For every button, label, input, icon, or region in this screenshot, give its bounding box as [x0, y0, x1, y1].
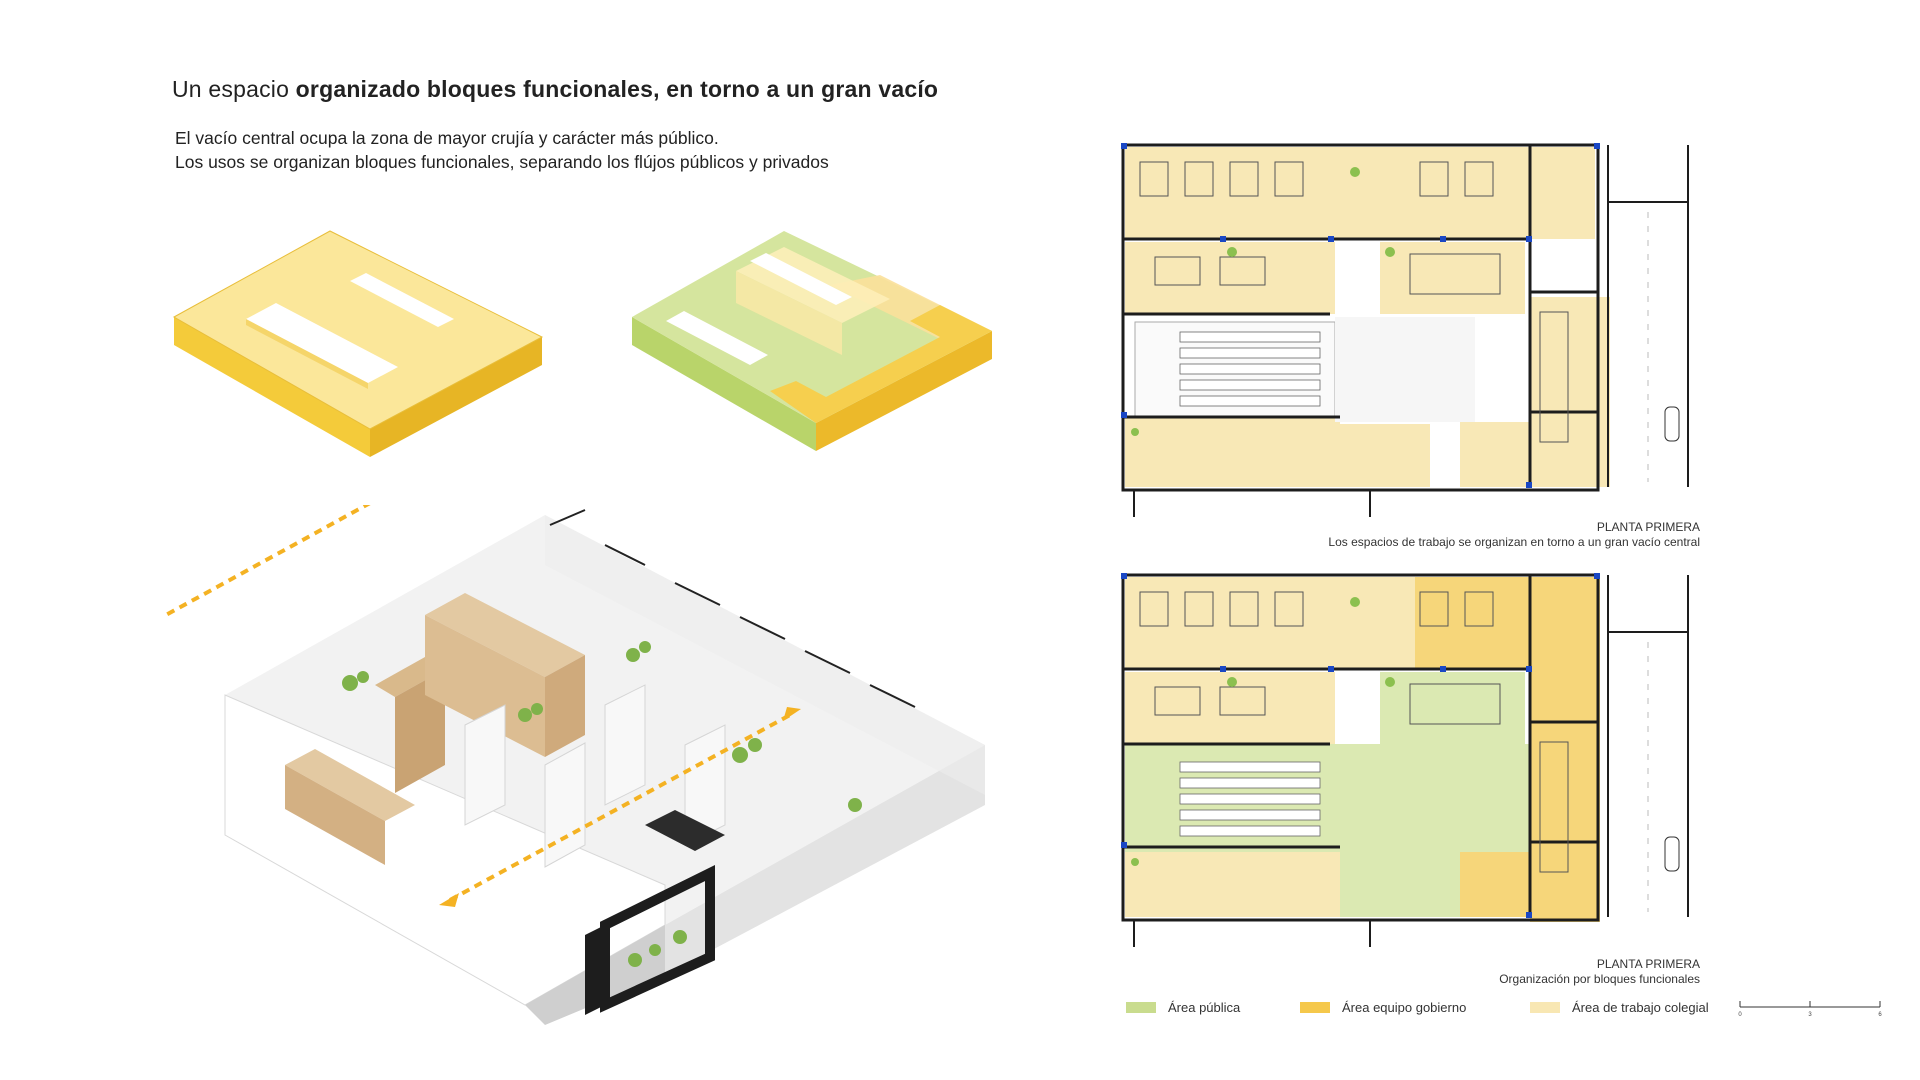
legend-item-public: Área pública: [1126, 1000, 1240, 1015]
legend-item-collegial: Área de trabajo colegial: [1530, 1000, 1709, 1015]
legend-swatch-government: [1300, 1002, 1330, 1013]
scale-tick-0: 0: [1738, 1012, 1742, 1017]
intro-line-1: El vacío central ocupa la zona de mayor …: [175, 128, 719, 148]
plan-2-caption: PLANTA PRIMERA Organización por bloques …: [1499, 957, 1700, 986]
intro-text: El vacío central ocupa la zona de mayor …: [175, 126, 829, 174]
scale-tick-3: 3: [1808, 1012, 1812, 1017]
floor-plan-1: [1120, 142, 1720, 522]
massing-diagram-yellow: [172, 230, 544, 457]
legend-swatch-collegial: [1530, 1002, 1560, 1013]
legend-swatch-public: [1126, 1002, 1156, 1013]
axonometric-interior-view: [165, 505, 985, 1025]
legend-item-government: Área equipo gobierno: [1300, 1000, 1466, 1015]
scale-tick-6: 6: [1878, 1012, 1882, 1017]
plan-1-caption: PLANTA PRIMERA Los espacios de trabajo s…: [1328, 520, 1700, 549]
floor-plan-2: [1120, 572, 1720, 952]
scale-bar: 0 3 6: [1738, 1001, 1882, 1017]
intro-line-2: Los usos se organizan bloques funcionale…: [175, 152, 829, 172]
page-title: Un espacio organizado bloques funcionale…: [172, 76, 939, 102]
massing-diagram-green: [632, 231, 992, 451]
